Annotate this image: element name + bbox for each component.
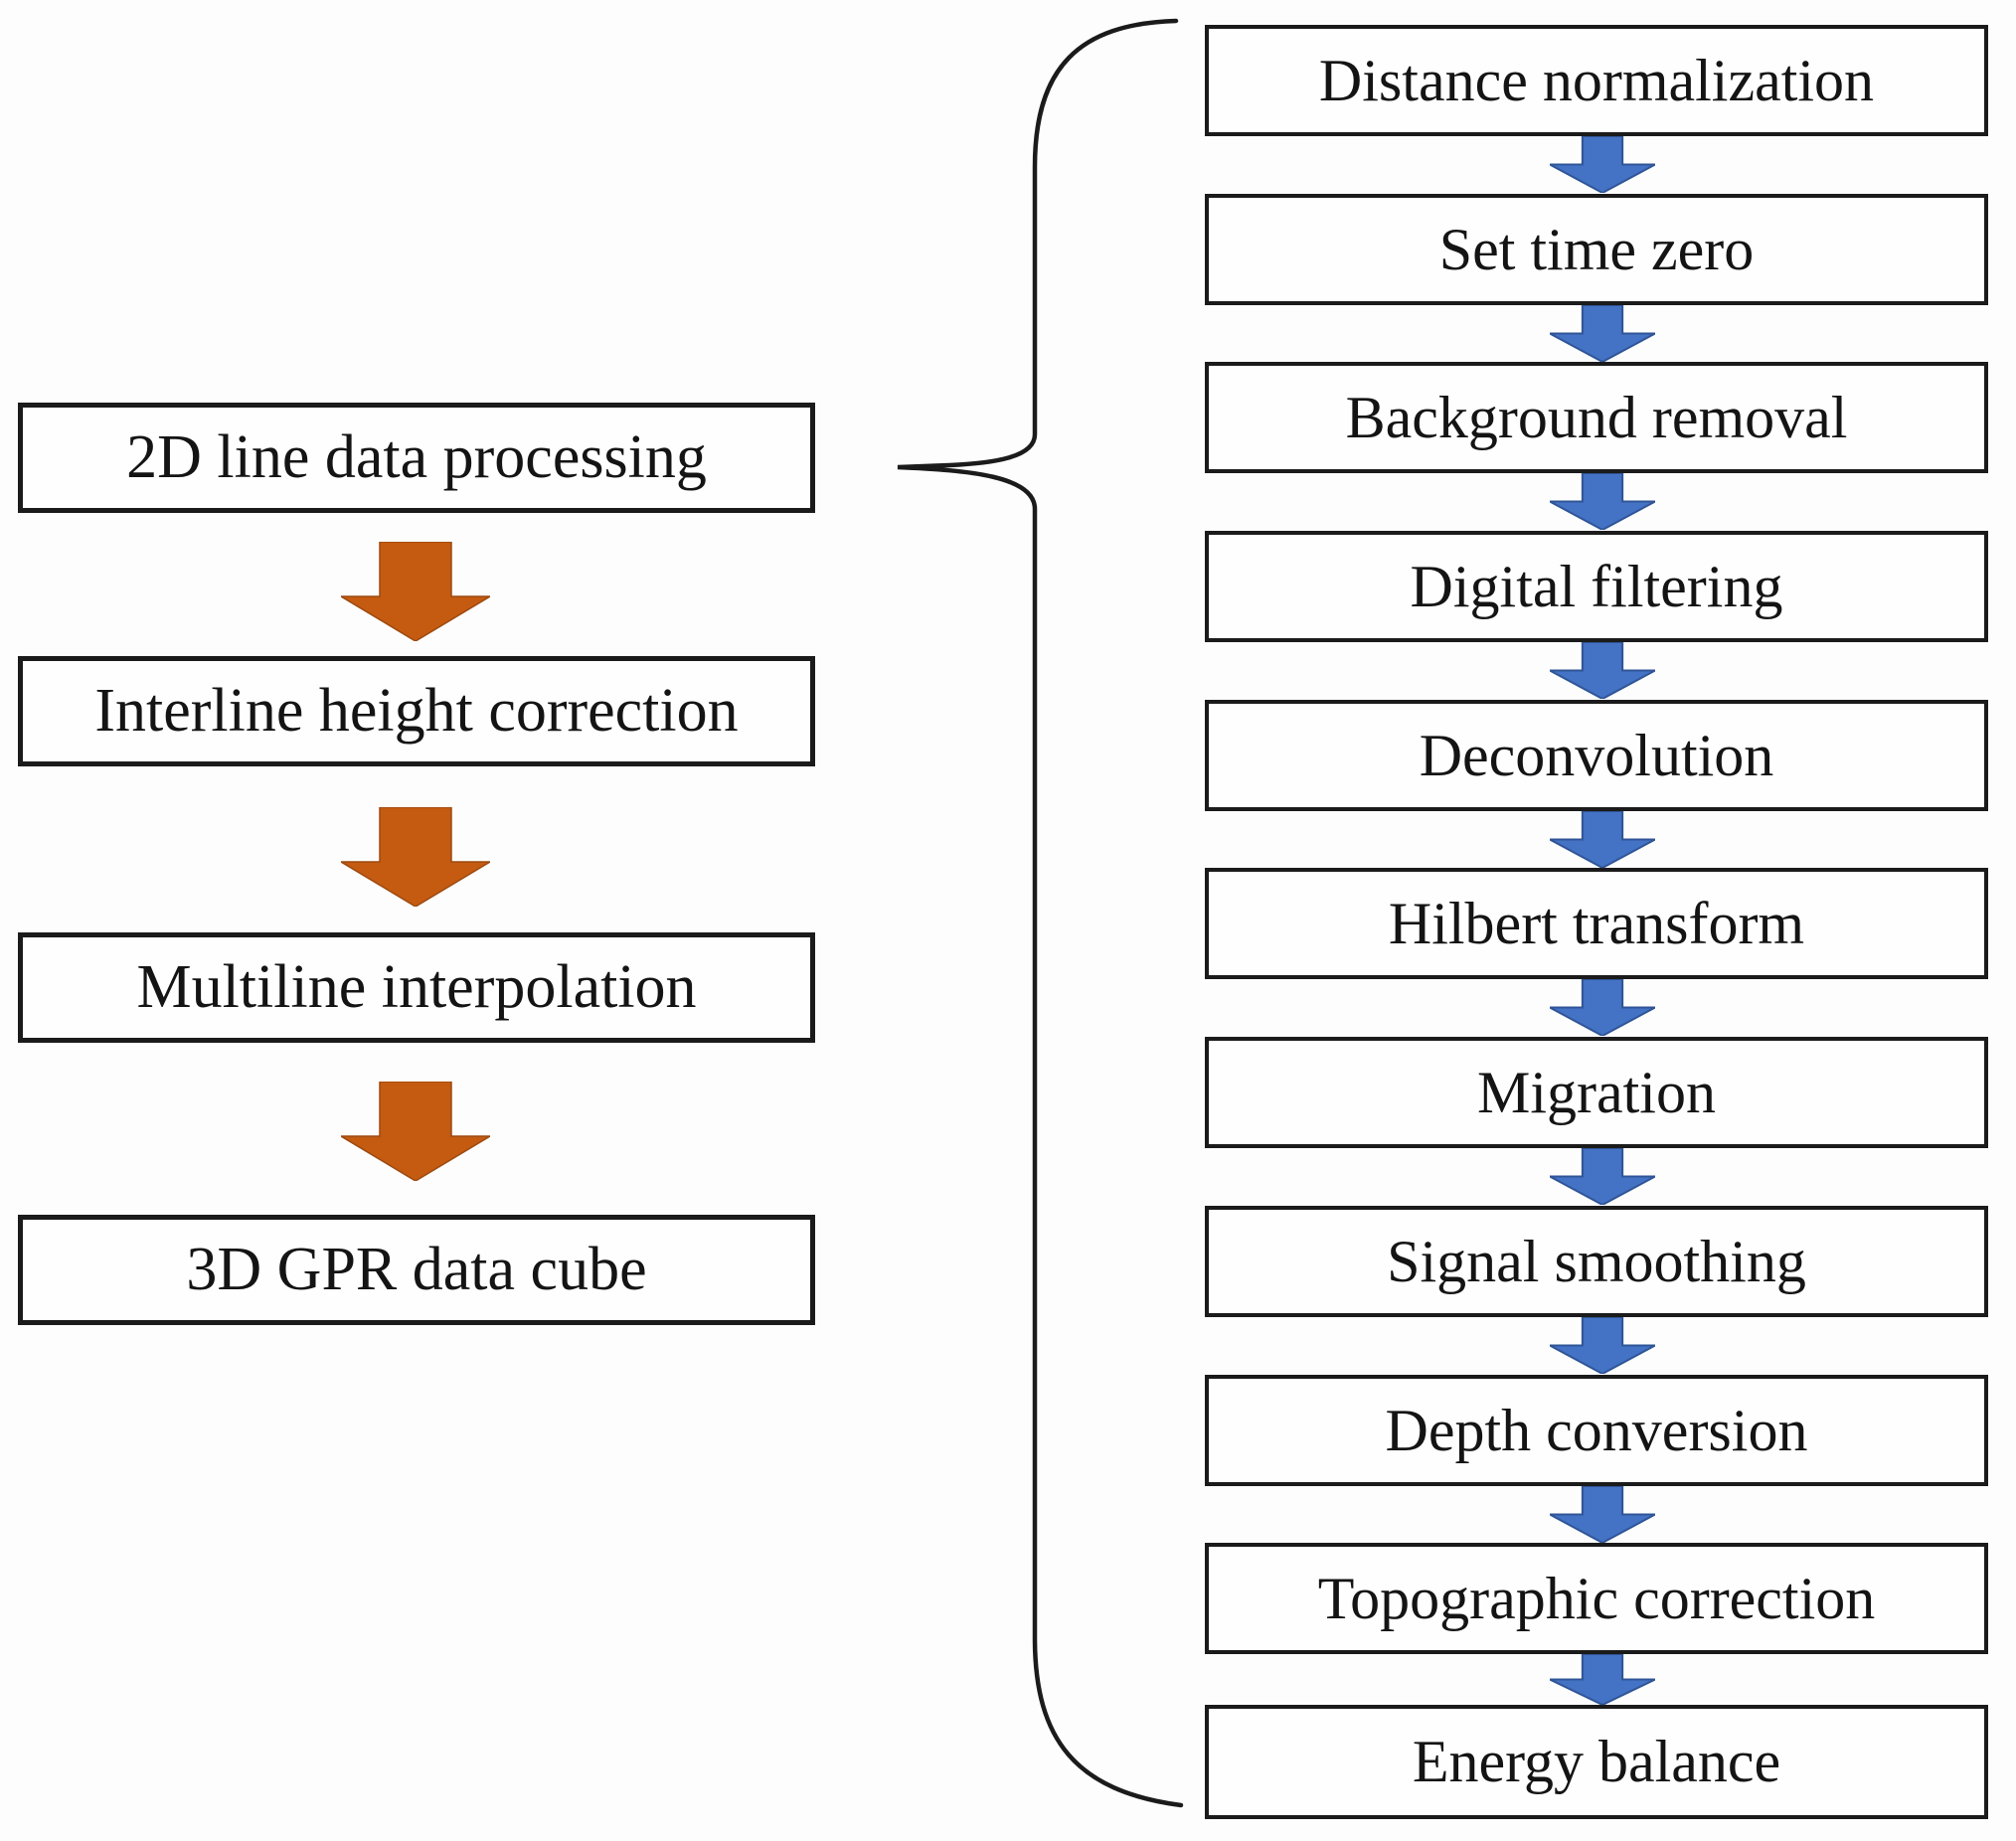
flow-box-background-removal: Background removal xyxy=(1205,362,1988,473)
down-arrow-icon xyxy=(1550,473,1655,530)
flow-box-label: Deconvolution xyxy=(1419,722,1774,788)
flow-box-label: Multiline interpolation xyxy=(136,952,697,1021)
flow-box-label: Depth conversion xyxy=(1385,1397,1808,1463)
flow-box-distance-normalization: Distance normalization xyxy=(1205,25,1988,136)
flow-box-interline-height-correction: Interline height correction xyxy=(18,656,815,766)
flow-box-label: Migration xyxy=(1477,1059,1716,1125)
flow-box-deconvolution: Deconvolution xyxy=(1205,700,1988,811)
flow-box-migration: Migration xyxy=(1205,1037,1988,1148)
flow-box-signal-smoothing: Signal smoothing xyxy=(1205,1206,1988,1317)
down-arrow-icon xyxy=(1550,1317,1655,1374)
flow-box-label: Digital filtering xyxy=(1410,553,1783,619)
flow-box-label: Distance normalization xyxy=(1318,47,1875,113)
down-arrow-icon xyxy=(1550,1148,1655,1205)
flow-box-label: Interline height correction xyxy=(94,676,739,745)
down-arrow-icon xyxy=(341,1082,490,1181)
down-arrow-icon xyxy=(1550,305,1655,362)
flow-box-label: 3D GPR data cube xyxy=(186,1235,647,1303)
flow-box-label: Topographic correction xyxy=(1317,1565,1876,1631)
down-arrow-icon xyxy=(1550,1486,1655,1543)
flow-box-label: Hilbert transform xyxy=(1388,890,1805,956)
flow-box-topographic-correction: Topographic correction xyxy=(1205,1543,1988,1654)
down-arrow-icon xyxy=(1550,136,1655,193)
flow-box-digital-filtering: Digital filtering xyxy=(1205,531,1988,642)
flow-box-hilbert-transform: Hilbert transform xyxy=(1205,868,1988,979)
down-arrow-icon xyxy=(1550,979,1655,1036)
flow-box-energy-balance: Energy balance xyxy=(1205,1705,1988,1819)
flow-box-depth-conversion: Depth conversion xyxy=(1205,1375,1988,1486)
flow-box-multiline-interpolation: Multiline interpolation xyxy=(18,932,815,1043)
flow-box-label: Energy balance xyxy=(1412,1729,1781,1794)
down-arrow-icon xyxy=(1550,642,1655,699)
flow-box-label: Signal smoothing xyxy=(1387,1228,1806,1294)
down-arrow-icon xyxy=(341,542,490,641)
flow-box-set-time-zero: Set time zero xyxy=(1205,194,1988,305)
flow-box-label: Set time zero xyxy=(1438,216,1755,282)
down-arrow-icon xyxy=(341,807,490,907)
flow-box-3d-gpr-data-cube: 3D GPR data cube xyxy=(18,1215,815,1325)
flow-box-label: 2D line data processing xyxy=(126,422,707,491)
flow-box-label: Background removal xyxy=(1345,384,1848,450)
down-arrow-icon xyxy=(1550,1654,1655,1705)
flow-box-2d-line-data-processing: 2D line data processing xyxy=(18,403,815,513)
down-arrow-icon xyxy=(1550,811,1655,868)
